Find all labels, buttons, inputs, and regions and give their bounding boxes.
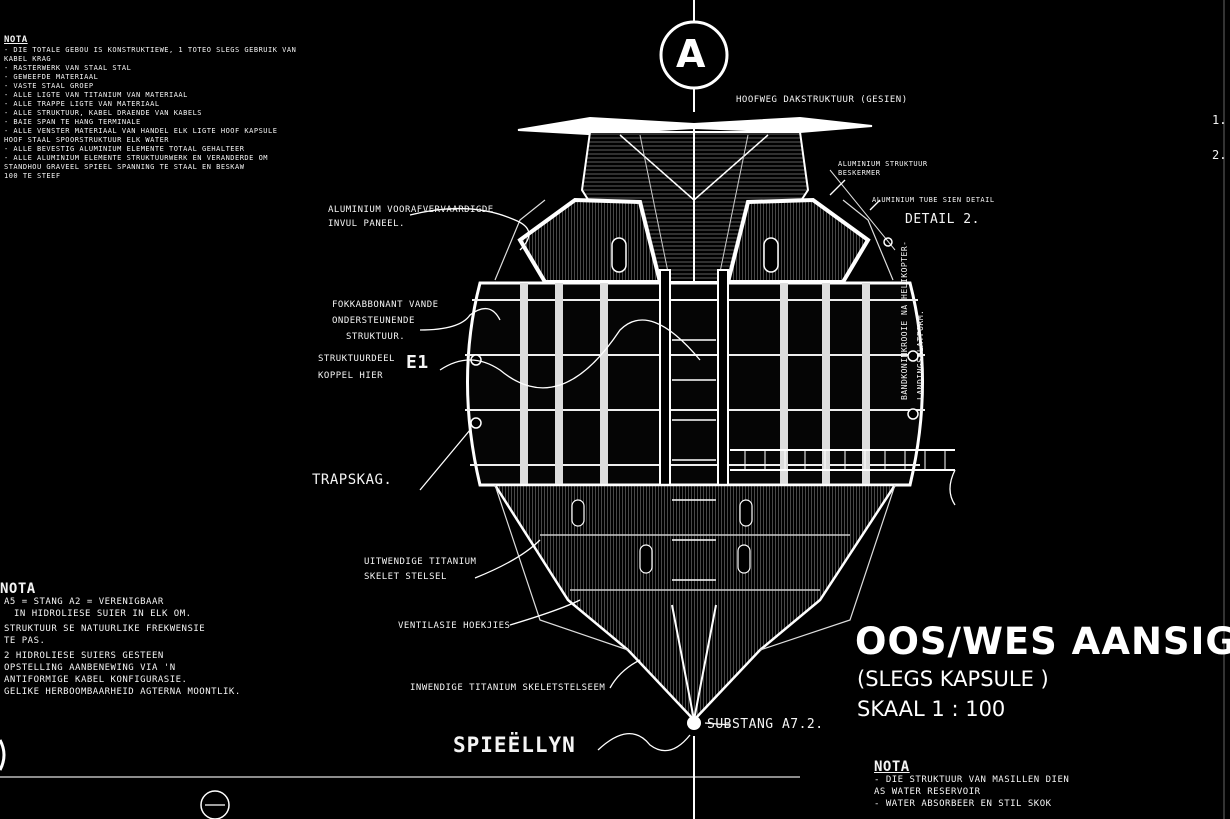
note-line: IN HIDROLIESE SUIER IN ELK OM.	[14, 609, 192, 619]
callout-titanium-skeleton: SKELET STELSEL	[364, 572, 447, 582]
callout-coupling: STRUKTUURDEEL	[318, 354, 395, 364]
note-line: AS WATER RESERVOIR	[874, 787, 981, 797]
callout-ventilation: VENTILASIE HOEKJIES	[398, 621, 511, 631]
top-note: NOTA - DIE TOTALE GEBOU IS KONSTRUKTIEWE…	[4, 34, 296, 181]
note-line: - BAIE SPAN TE HANG TERMINALE	[4, 118, 141, 126]
callout-coupling: KOPPEL HIER	[318, 371, 384, 381]
note-line: ANTIFORMIGE KABEL KONFIGURASIE.	[4, 675, 188, 685]
drawing-scale: SKAAL 1 : 100	[857, 697, 1006, 721]
callout-helipad: BANDKONINKROOIE NA HELIKOPTER-	[900, 240, 909, 401]
callout-support: STRUKTUUR.	[346, 332, 406, 342]
note-line: OPSTELLING AANBENEWING VIA 'N	[4, 663, 176, 673]
note-line: - DIE TOTALE GEBOU IS KONSTRUKTIEWE, 1 T…	[4, 46, 297, 54]
upper-pods	[494, 169, 896, 284]
callout-aluminium-structure: ALUMINIUM STRUKTUUR BESKERMER	[838, 160, 928, 177]
drawing-title: OOS/WES AANSIG	[855, 620, 1230, 663]
note-line: KABEL KRAG	[4, 55, 52, 63]
edge-number-2: 2.	[1212, 148, 1227, 162]
drawing-subtitle: (SLEGS KAPSULE )	[857, 667, 1049, 691]
bottom-note-heading: NOTA	[874, 759, 910, 775]
edge-number-1: 1.	[1212, 113, 1227, 127]
note-line: - WATER ABSORBEER EN STIL SKOK	[874, 799, 1052, 809]
top-note-heading: NOTA	[4, 35, 28, 45]
left-note-heading: NOTA	[0, 581, 36, 597]
callout-aluminium-tube: ALUMINIUM TUBE SIEN DETAIL	[872, 196, 995, 204]
callout-infill-panel: ALUMINIUM VOORAFVERVAARDIGDE	[328, 205, 494, 215]
callout-substang: SUBSTANG A7.2.	[707, 717, 824, 732]
note-line: 2 HIDROLIESE SUIERS GESTEEN	[4, 651, 164, 661]
note-line: HOOF STAAL SPOORSTRUKTUUR ELK WATER	[4, 136, 170, 144]
callout-support: ONDERSTEUNENDE	[332, 316, 415, 326]
callout-trapskag: TRAPSKAG.	[312, 472, 393, 488]
leader-lines	[409, 179, 956, 752]
note-line: - ALLE LIGTE VAN TITANIUM VAN MATERIAAL	[4, 91, 188, 99]
callout-mirror-line: SPIEËLLYN	[453, 733, 576, 757]
note-line: - DIE STRUKTUUR VAN MASILLEN DIEN	[874, 775, 1070, 785]
bottom-note: NOTA - DIE STRUKTUUR VAN MASILLEN DIEN A…	[874, 760, 1069, 810]
callout-heavy-deck: HOOFWEG DAKSTRUKTUUR (GESIEN)	[736, 95, 908, 105]
callout-infill-panel: INVUL PANEEL.	[328, 219, 405, 229]
note-line: - RASTERWERK VAN STAAL STAL	[4, 64, 132, 72]
callout-inner-titanium: INWENDIGE TITANIUM SKELETSTELSEEM	[410, 683, 606, 693]
note-line: - ALLE STRUKTUUR, KABEL DRAENDE VAN KABE…	[4, 109, 203, 117]
callout-titanium-skeleton: UITWENDIGE TITANIUM	[364, 557, 477, 567]
left-note: NOTA A5 = STANG A2 = VERENIGBAAR IN HIDR…	[0, 582, 241, 698]
callout-support: FOKKABBONANT VANDE	[332, 300, 439, 310]
lower-hull	[492, 299, 898, 730]
note-line: A5 = STANG A2 = VERENIGBAAR	[4, 597, 164, 607]
note-line: - ALLE TRAPPE LIGTE VAN MATERIAAL	[4, 100, 160, 108]
note-line: - ALLE ALUMINIUM ELEMENTE STRUKTUURWERK …	[4, 154, 269, 162]
section-marker-circle	[659, 20, 729, 90]
note-line: GELIKE HERBOOMBAARHEID AGTERNA MOONTLIK.	[4, 687, 241, 697]
note-line: - VASTE STAAL GROEP	[4, 82, 94, 90]
callout-e1: E1	[406, 352, 429, 373]
note-line: 100 TE STEEF	[4, 172, 61, 180]
north-arrow-circle	[200, 790, 230, 819]
note-line: - ALLE VENSTER MATERIAAL VAN HANDEL ELK …	[4, 127, 278, 135]
substang-node	[687, 716, 701, 730]
note-line: STANDHOU GRAVEEL SPIEEL SPANNING TE STAA…	[4, 163, 245, 171]
note-line: STRUKTUUR SE NATUURLIKE FREKWENSIE	[4, 624, 206, 634]
callout-detail-2: DETAIL 2.	[905, 212, 980, 227]
note-line: - GEWEEFDE MATERIAAL	[4, 73, 99, 81]
section-marker-label: A	[676, 32, 706, 76]
note-line: - ALLE BEVESTIG ALUMINIUM ELEMENTE TOTAA…	[4, 145, 245, 153]
note-line: TE PAS.	[4, 636, 46, 646]
callout-helipad: LANDINGSPLATFORM.	[916, 309, 925, 400]
